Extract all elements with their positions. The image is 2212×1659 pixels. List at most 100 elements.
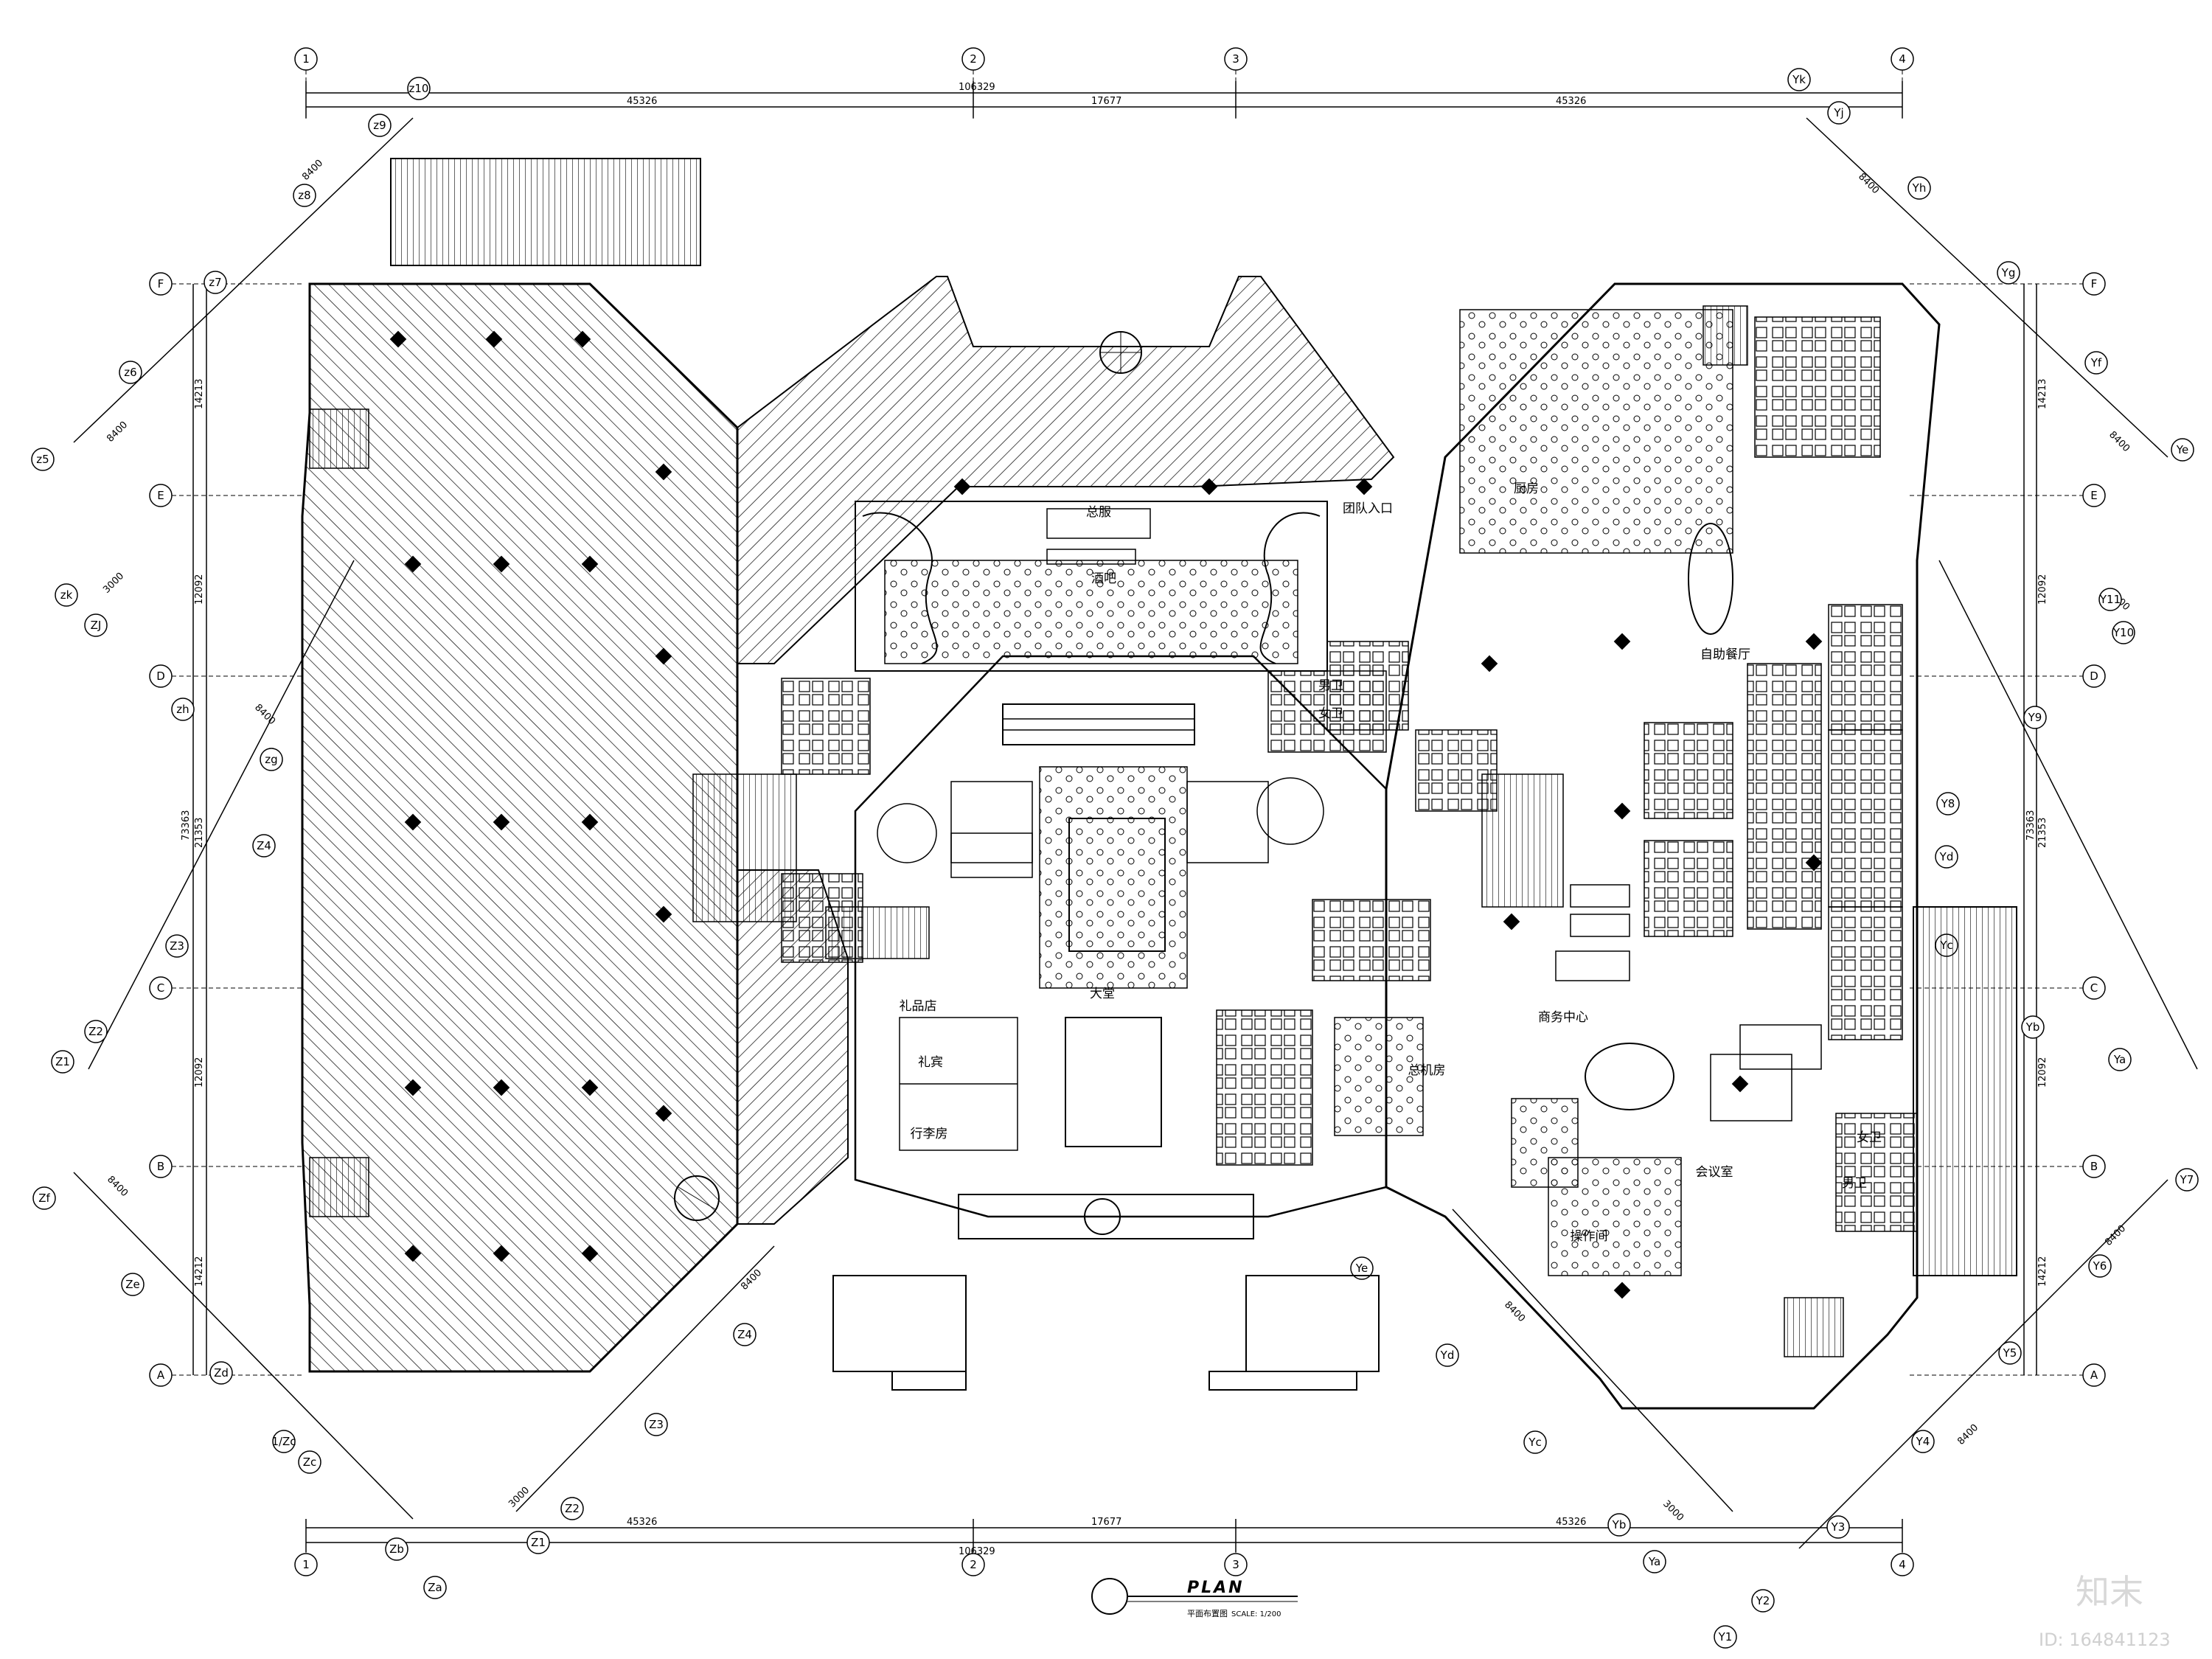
grid-bubble-cl-6: Yc	[1523, 1430, 1547, 1454]
columns	[389, 330, 1823, 1299]
grid-bubble-drl-9: Y1	[1714, 1625, 1737, 1649]
grid-bubble-drl-3: Y7	[2175, 1168, 2199, 1192]
grid-bubble-left-row-3: C	[149, 976, 173, 1000]
dim-height-right: 73363	[2025, 810, 2037, 841]
grid-label: Yb	[1612, 1518, 1627, 1531]
dim-diag-1: 8400	[105, 420, 130, 445]
dim-height-left: 73363	[181, 810, 192, 841]
entrance-canopy-right	[1245, 1275, 1380, 1372]
grid-bubble-drl-6: Y4	[1911, 1430, 1935, 1453]
column-23	[1613, 633, 1631, 650]
grid-label: Y5	[2003, 1346, 2017, 1360]
grid-label: Z3	[649, 1418, 664, 1431]
grid-bubble-dlu-1: z9	[368, 114, 392, 137]
grid-label: Y8	[1941, 797, 1955, 810]
grid-label: C	[2090, 981, 2098, 995]
column-16	[655, 647, 672, 665]
drawing-scale: SCALE: 1/200	[1231, 1610, 1281, 1618]
grid-bubble-dru-3: Yg	[1997, 261, 2020, 285]
grid-bubble-top-2: 3	[1224, 47, 1248, 71]
grid-label: Y11	[2099, 593, 2121, 606]
title-block: PLAN 平面布置图 SCALE: 1/200	[1091, 1578, 1298, 1618]
grid-bubble-right-row-4: B	[2082, 1155, 2106, 1178]
column-29	[1613, 1281, 1631, 1299]
dimension-lines	[73, 81, 2198, 1552]
grid-label: E	[2090, 489, 2097, 502]
diagonal-corridor-upper	[737, 276, 1395, 664]
grid-label: Yj	[1833, 106, 1843, 119]
grid-label: 2	[970, 52, 977, 66]
dim-left-top: 45326	[627, 96, 657, 107]
grid-bubble-right-row-2: D	[2082, 664, 2106, 688]
label-reception: 总服	[1086, 505, 1111, 520]
room-labels: 大堂 酒吧 总服 团队入口 自助餐厅 商务中心 会议室 礼品店 礼宾 行李房 总…	[900, 481, 1882, 1244]
grid-label: Y6	[2093, 1259, 2107, 1273]
column-28	[1731, 1075, 1749, 1093]
dim-diag-6: 8400	[2107, 429, 2132, 454]
grid-bubble-dru-1: Yj	[1827, 101, 1851, 125]
grid-bubble-cl-2: Z2	[560, 1497, 584, 1520]
grid-label: Ze	[125, 1278, 140, 1291]
grid-label: Y7	[2180, 1173, 2194, 1186]
label-business-center: 商务中心	[1538, 1010, 1588, 1025]
column-20	[1200, 478, 1218, 495]
dim-diag-5: 8400	[1856, 171, 1881, 196]
dim-diag-2: 8400	[300, 158, 325, 183]
grid-label: Y1	[1718, 1630, 1733, 1644]
label-lobby-bar: 酒吧	[1091, 571, 1116, 586]
grid-label: Yh	[1912, 181, 1927, 195]
grid-label: D	[2090, 669, 2098, 683]
grid-label: z6	[124, 366, 136, 379]
dim-upper-right: 14213	[2037, 379, 2048, 409]
entrance-vestibule	[958, 1194, 1254, 1239]
grid-label: Zf	[38, 1192, 50, 1205]
column-17	[655, 905, 672, 923]
grid-label: Yd	[1440, 1349, 1455, 1362]
grid-bubble-drl-1: Yb	[2021, 1015, 2045, 1039]
grid-bubble-drl-2: Ya	[2108, 1048, 2132, 1071]
grid-label: 4	[1899, 1558, 1906, 1571]
grid-label: Z2	[565, 1502, 580, 1515]
grid-bubble-drl-8: Y2	[1751, 1589, 1775, 1613]
dim-small-3: 3000	[1660, 1498, 1686, 1523]
watermark: 知末 ID: 164841123	[2039, 1572, 2171, 1650]
grid-label: Ye	[2176, 443, 2188, 456]
grid-bubble-right-row-1: E	[2082, 484, 2106, 507]
dim-diag-3: 8400	[252, 702, 277, 727]
column-10	[493, 1079, 510, 1096]
grid-label: Zc	[303, 1455, 317, 1469]
grid-bubble-right-row-5: A	[2082, 1363, 2106, 1387]
grid-bubble-top-3: 4	[1891, 47, 1914, 71]
grid-bubble-dru-0: Yk	[1787, 68, 1811, 91]
label-restaurant: 自助餐厅	[1700, 647, 1750, 662]
grid-label: Y10	[2112, 626, 2134, 639]
label-pantry: 操作间	[1571, 1229, 1608, 1244]
grid-bubble-dlu-8: zh	[171, 698, 195, 721]
grid-label: F	[2091, 277, 2098, 291]
column-22	[1481, 655, 1498, 672]
drawing-subtitle: 平面布置图	[1187, 1609, 1228, 1618]
label-restroom-m: 男卫	[1318, 678, 1343, 693]
label-concierge: 礼宾	[918, 1055, 943, 1070]
grid-label: Yd	[1939, 850, 1954, 863]
entrance-stair-left	[891, 1371, 967, 1391]
grid-label: Yg	[2001, 266, 2016, 279]
column-12	[404, 1245, 422, 1262]
dim-bay-left-2: 12092	[194, 1057, 205, 1088]
grid-bubble-dll-3: Z1	[51, 1050, 74, 1074]
grid-bubble-dll-2: Z2	[84, 1020, 108, 1043]
grid-bubble-cl-3: Z1	[526, 1531, 550, 1554]
grid-label: Yf	[2090, 356, 2102, 369]
grid-label: z7	[209, 276, 221, 289]
column-4	[493, 555, 510, 573]
label-kitchen: 厨房	[1514, 481, 1539, 496]
grid-label: Z1	[55, 1055, 70, 1068]
label-operator: 总机房	[1408, 1063, 1446, 1078]
column-6	[404, 813, 422, 831]
grid-bubble-bottom-0: 1	[294, 1553, 318, 1576]
grid-bubble-dll-9: Za	[423, 1576, 447, 1599]
dim-lower-right: 14212	[2037, 1256, 2048, 1287]
column-9	[404, 1079, 422, 1096]
dim-small-4: 3000	[507, 1485, 532, 1510]
column-21	[1355, 478, 1373, 495]
